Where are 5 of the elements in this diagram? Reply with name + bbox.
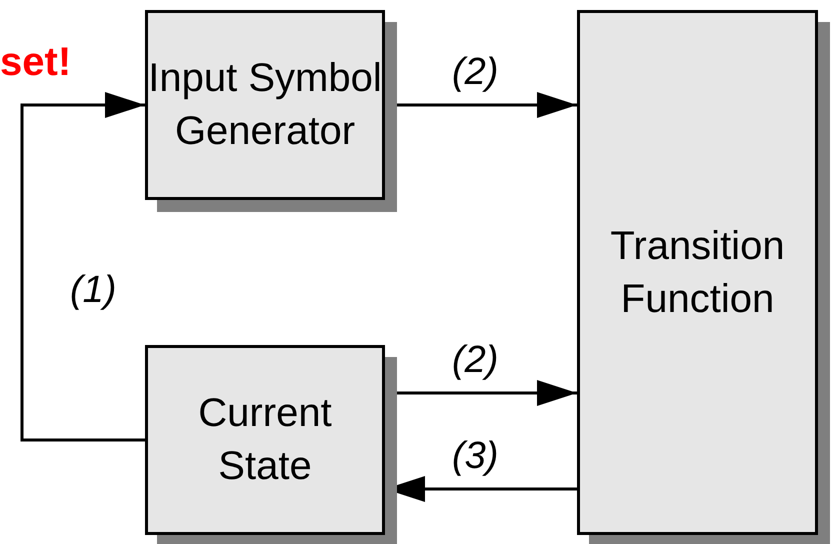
arrow — [20, 92, 145, 442]
note-text: set! — [0, 40, 72, 84]
box-label: Current State — [197, 390, 333, 490]
box-label: Transition Function — [609, 222, 786, 322]
box-label: Input Symbol Generator — [148, 55, 382, 155]
